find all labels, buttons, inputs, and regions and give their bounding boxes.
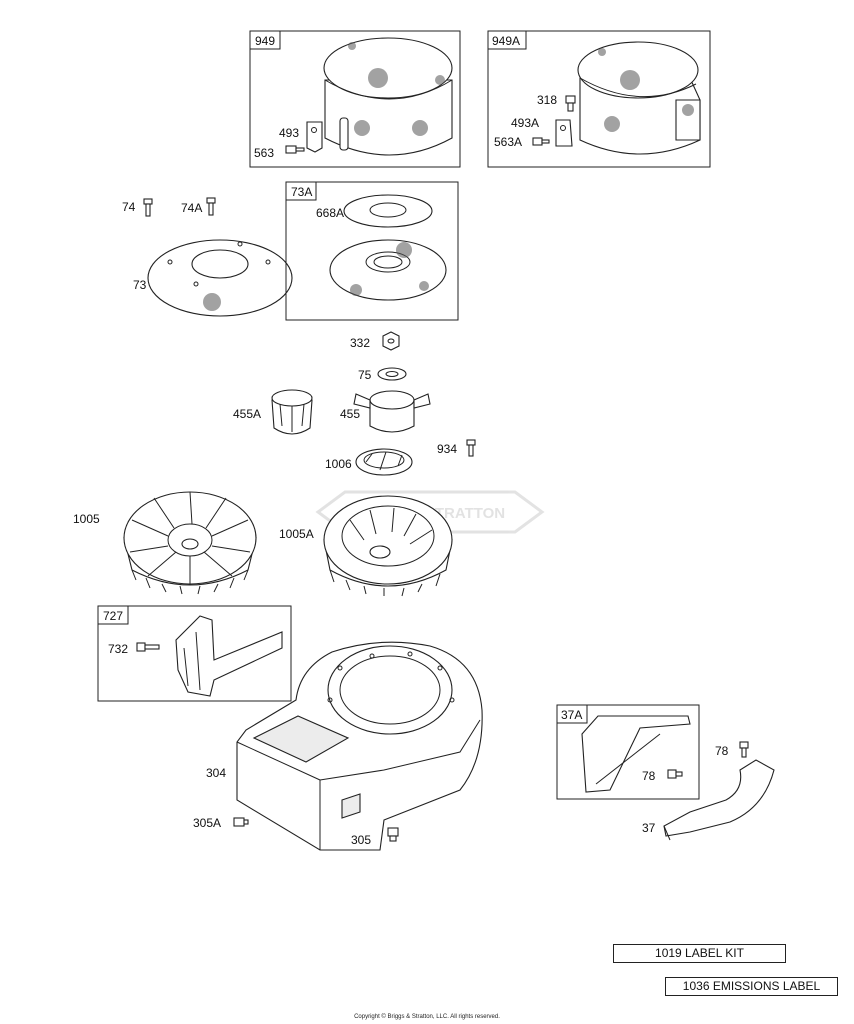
bracket-493 (306, 121, 323, 153)
screw-563A (532, 137, 550, 146)
box-727-label: 727 (103, 609, 123, 623)
flywheel-1005 (123, 491, 257, 595)
bracket-493A (555, 119, 573, 147)
screw-563 (285, 145, 305, 154)
nut-332 (382, 331, 400, 351)
box-37A-label: 37A (561, 708, 582, 722)
label-78: 78 (715, 744, 729, 758)
blower-cover-73A (329, 239, 447, 301)
starter-cup-455 (353, 390, 431, 433)
air-cleaner-cover-949 (323, 37, 453, 156)
label-455A: 455A (233, 407, 261, 421)
screw-74 (143, 198, 153, 217)
label-455: 455 (340, 407, 360, 421)
emissions-label-box: 1036 EMISSIONS LABEL (665, 977, 838, 996)
label-668A: 668A (316, 206, 344, 220)
screw-732 (136, 642, 160, 652)
label-732: 732 (108, 642, 128, 656)
label-73: 73 (133, 278, 147, 292)
cover-plate-668A (343, 194, 433, 228)
box-949: 949 493 563 (249, 30, 461, 168)
label-305A: 305A (193, 816, 221, 830)
label-78-box: 78 (642, 769, 656, 783)
label-563: 563 (254, 146, 274, 160)
box-949-label: 949 (255, 34, 275, 48)
label-37: 37 (642, 821, 656, 835)
label-493A: 493A (511, 116, 539, 130)
screen-1006 (355, 448, 413, 476)
washer-75 (377, 367, 407, 381)
label-74: 74 (122, 200, 136, 214)
label-1005: 1005 (73, 512, 100, 526)
box-949A: 949A 318 493A 563A (487, 30, 711, 168)
blower-cover-73 (147, 239, 293, 317)
starter-cup-455A (271, 389, 313, 435)
air-cleaner-cover-949A (577, 41, 701, 155)
label-318: 318 (537, 93, 557, 107)
air-guide-37 (663, 759, 775, 841)
box-727: 727 732 (97, 605, 292, 702)
screw-305 (387, 827, 399, 842)
label-493: 493 (279, 126, 299, 140)
air-guide-37A (581, 715, 691, 793)
label-304: 304 (206, 766, 226, 780)
label-305: 305 (351, 833, 371, 847)
blower-housing-304 (236, 641, 483, 851)
screw-305A (233, 817, 249, 827)
baffle-727 (175, 615, 283, 697)
flywheel-1005A (323, 495, 453, 597)
box-73A-label: 73A (291, 185, 312, 199)
label-934: 934 (437, 442, 457, 456)
label-1005A: 1005A (279, 527, 314, 541)
label-kit-box: 1019 LABEL KIT (613, 944, 786, 963)
box-73A: 73A 668A (285, 181, 459, 321)
screw-78 (739, 741, 749, 758)
screw-74A (206, 197, 216, 216)
screw-318 (565, 95, 576, 112)
box-37A: 37A 78 (556, 704, 700, 800)
screw-934 (466, 439, 476, 457)
copyright-notice: Copyright © Briggs & Stratton, LLC. All … (354, 1014, 500, 1020)
label-332: 332 (350, 336, 370, 350)
screw-78-box (667, 769, 683, 779)
label-74A: 74A (181, 201, 202, 215)
label-1006: 1006 (325, 457, 352, 471)
label-563A: 563A (494, 135, 522, 149)
box-949A-label: 949A (492, 34, 520, 48)
label-75: 75 (358, 368, 372, 382)
